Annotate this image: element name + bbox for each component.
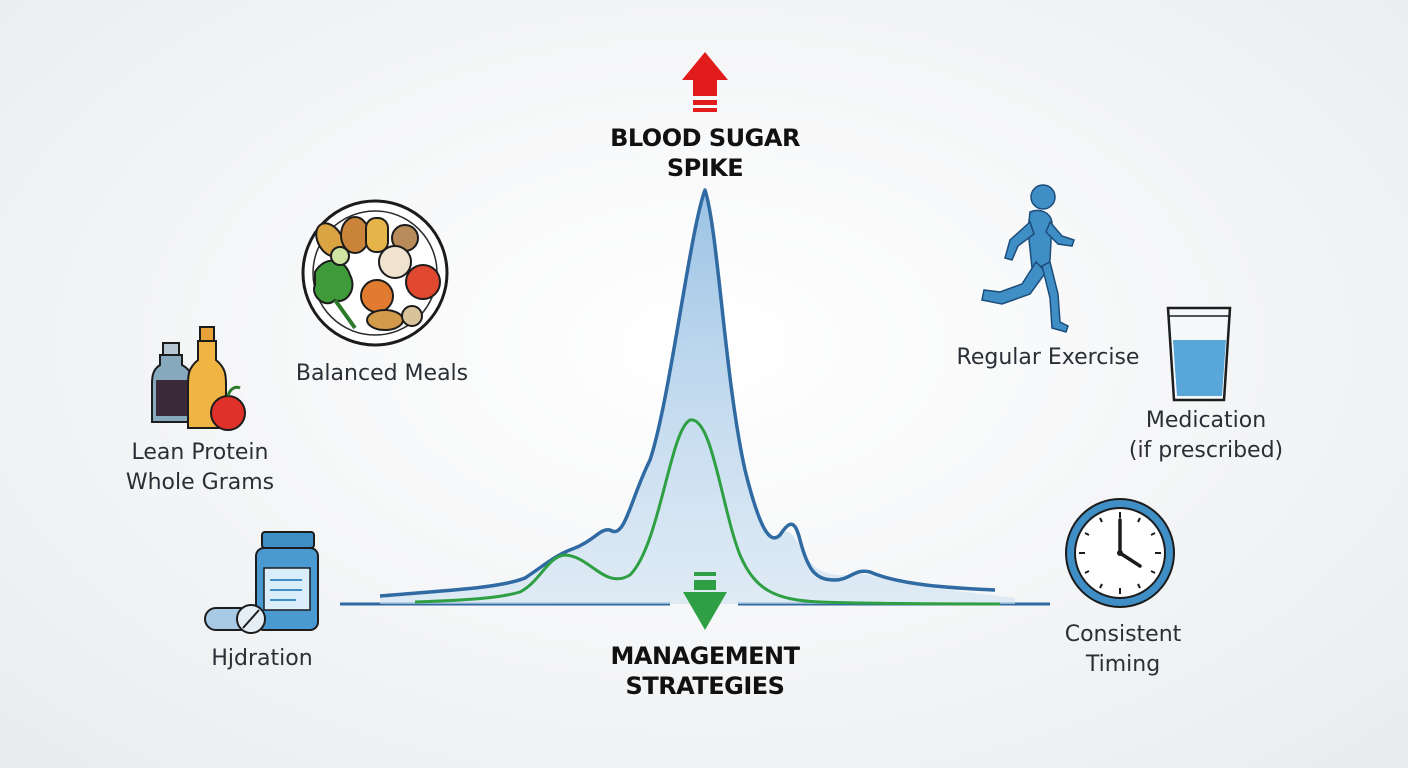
timing-line1: Consistent (1064, 622, 1182, 647)
spike-area (380, 190, 1015, 604)
hydration-label: Hjdration (211, 646, 313, 671)
medication-line1: Medication (1145, 408, 1267, 433)
management-heading-line2: STRATEGIES (625, 672, 785, 700)
medication-label: Medication (if prescribed) (1118, 406, 1294, 466)
timing-line2: Timing (1085, 652, 1161, 677)
medication-line2: (if prescribed) (1128, 438, 1284, 463)
management-down-arrow-icon (683, 572, 727, 630)
lean-protein-line2: Whole Grams (125, 470, 275, 495)
consistent-timing-label: Consistent Timing (1050, 620, 1196, 680)
spike-heading-line1: BLOOD SUGAR (610, 124, 800, 152)
lean-protein-label: Lean Protein Whole Grams (112, 438, 288, 498)
regular-exercise-label: Regular Exercise (956, 345, 1140, 370)
spike-heading: BLOOD SUGAR SPIKE (605, 123, 805, 183)
management-heading: MANAGEMENT STRATEGIES (595, 641, 815, 701)
lean-protein-line1: Lean Protein (131, 440, 269, 465)
spike-heading-line2: SPIKE (666, 154, 744, 182)
management-heading-line1: MANAGEMENT (610, 642, 800, 670)
spike-curve (379, 188, 996, 598)
managed-curve (414, 418, 1001, 606)
balanced-meals-label: Balanced Meals (295, 361, 469, 386)
spike-up-arrow-icon (682, 52, 728, 112)
